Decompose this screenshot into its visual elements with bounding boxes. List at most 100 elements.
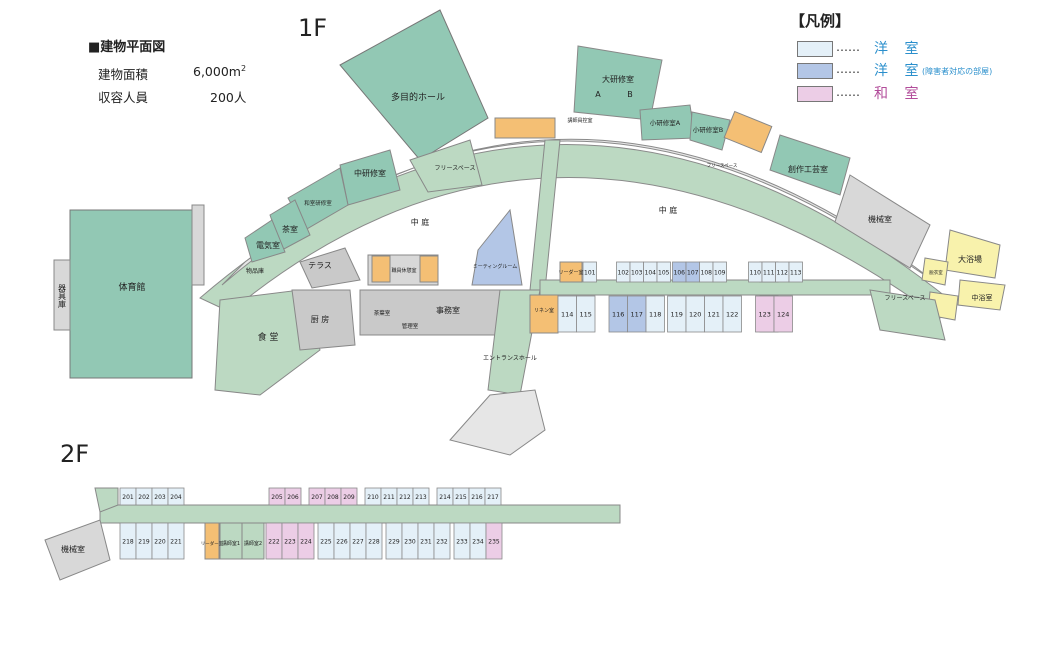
kitchen xyxy=(291,289,356,351)
label-small-b: 小研修室B xyxy=(693,125,723,134)
guest-room-228 xyxy=(365,522,383,560)
guest-room-number: 217 xyxy=(487,494,499,501)
2f-machine-room xyxy=(44,519,111,581)
guest-room-number: 104 xyxy=(645,270,657,277)
label-staff-rest: 職員休憩室 xyxy=(391,267,416,274)
plan-title: ■建物平面図 xyxy=(88,40,166,55)
legend-swatch-japanese xyxy=(797,86,833,102)
guest-room-number: 112 xyxy=(777,270,789,277)
label-big-training: 大研修室 xyxy=(602,74,634,84)
guest-room-number: 214 xyxy=(439,494,451,501)
guest-room-232 xyxy=(433,522,451,560)
floor-label-2f: 2F xyxy=(60,440,90,468)
staff-wc xyxy=(419,255,439,283)
guest-room-number: 228 xyxy=(368,539,380,546)
guest-room-number: 101 xyxy=(584,270,596,277)
free-space-right xyxy=(869,289,946,341)
label-leader-1f: リーダー室 xyxy=(558,269,583,276)
top-right-wc xyxy=(723,110,773,154)
changing-room-1 xyxy=(921,257,949,286)
linen-room xyxy=(529,294,559,334)
label-changing: 脱衣室 xyxy=(929,269,943,276)
guest-room-124 xyxy=(773,295,793,333)
area-label: 建物面積 xyxy=(98,67,149,82)
guest-room-number: 110 xyxy=(750,270,762,277)
2f-corridor xyxy=(99,504,621,524)
creative-crafts-room xyxy=(769,134,851,196)
guest-room-number: 232 xyxy=(436,539,448,546)
label-mid-bath: 中浴室 xyxy=(972,293,993,302)
guest-room-number: 109 xyxy=(714,270,726,277)
label-free-space-top: フリースペース xyxy=(435,165,476,172)
guest-room-213 xyxy=(412,487,430,506)
label-linen: リネン室 xyxy=(534,307,554,314)
label-courtyard-right: 中 庭 xyxy=(659,205,678,215)
guest-room-122 xyxy=(722,295,742,333)
staff-rest-wc xyxy=(371,255,391,283)
guest-room-number: 121 xyxy=(708,311,720,319)
guest-room-number: 108 xyxy=(701,270,713,277)
blank-panel xyxy=(628,398,1028,598)
guest-room-number: 119 xyxy=(671,311,683,319)
meeting-room xyxy=(471,208,523,286)
guest-room-number: 208 xyxy=(327,494,339,501)
guest-room-number: 117 xyxy=(631,311,643,319)
guest-room-number: 219 xyxy=(138,539,150,546)
guest-room-number: 235 xyxy=(488,539,500,546)
middle-bath xyxy=(957,279,1006,311)
guest-room-number: 115 xyxy=(580,311,592,319)
label-kitchen: 厨 房 xyxy=(311,314,330,324)
floor-label-1f: 1F xyxy=(298,14,328,42)
label-small-a: 小研修室A xyxy=(650,118,681,127)
guest-room-number: 220 xyxy=(154,539,166,546)
gym-side xyxy=(191,204,205,286)
guest-room-number: 116 xyxy=(612,311,624,319)
guest-room-number: 225 xyxy=(320,539,332,546)
guest-room-number: 230 xyxy=(404,539,416,546)
guest-room-number: 118 xyxy=(649,311,661,319)
guest-room-number: 209 xyxy=(343,494,355,501)
guest-room-number: 206 xyxy=(287,494,299,501)
guest-room-number: 210 xyxy=(367,494,379,501)
capacity-value: 200人 xyxy=(210,90,247,105)
legend-label-accessible: 洋 室 xyxy=(874,63,925,79)
label-courtyard-left: 中 庭 xyxy=(411,217,430,227)
guest-room-number: 212 xyxy=(399,494,411,501)
label-2f-leader: リーダー室 xyxy=(201,540,224,547)
equipment-room xyxy=(53,259,71,331)
guest-room-number: 213 xyxy=(415,494,427,501)
legend-dots-accessible: …… xyxy=(836,62,860,76)
label-japanese-training: 和室研修室 xyxy=(304,199,332,207)
label-lecturer: 講師員控室 xyxy=(567,117,592,124)
legend-title: 【凡例】 xyxy=(790,12,851,30)
legend-swatch-western xyxy=(797,41,833,57)
label-dining: 食 堂 xyxy=(258,331,279,343)
guest-room-113 xyxy=(788,261,803,283)
leader-room-1f xyxy=(559,261,583,283)
label-creative: 創作工芸室 xyxy=(788,164,828,174)
guest-room-206 xyxy=(284,487,302,506)
label-storage: 物品庫 xyxy=(246,267,264,275)
gym xyxy=(69,209,193,379)
label-tea-room: 茶室 xyxy=(282,224,298,234)
label-free-space-right: フリースペース xyxy=(885,295,926,302)
guest-room-221 xyxy=(167,522,185,560)
legend-dots-western: …… xyxy=(836,40,860,54)
guest-room-number: 215 xyxy=(455,494,467,501)
guest-room-number: 103 xyxy=(631,270,643,277)
entrance-approach xyxy=(449,389,546,456)
guest-room-number: 203 xyxy=(154,494,166,501)
guest-room-number: 233 xyxy=(456,539,468,546)
guest-room-number: 201 xyxy=(122,494,134,501)
label-terrace: テラス xyxy=(308,261,332,270)
guest-room-number: 222 xyxy=(268,539,280,546)
label-equipment: 器具庫 xyxy=(58,284,67,309)
label-2f-lecturer-1: 講師室1 xyxy=(222,540,240,547)
guest-room-number: 114 xyxy=(561,311,573,319)
guest-room-number: 105 xyxy=(658,270,670,277)
label-manager: 管理室 xyxy=(402,322,419,330)
